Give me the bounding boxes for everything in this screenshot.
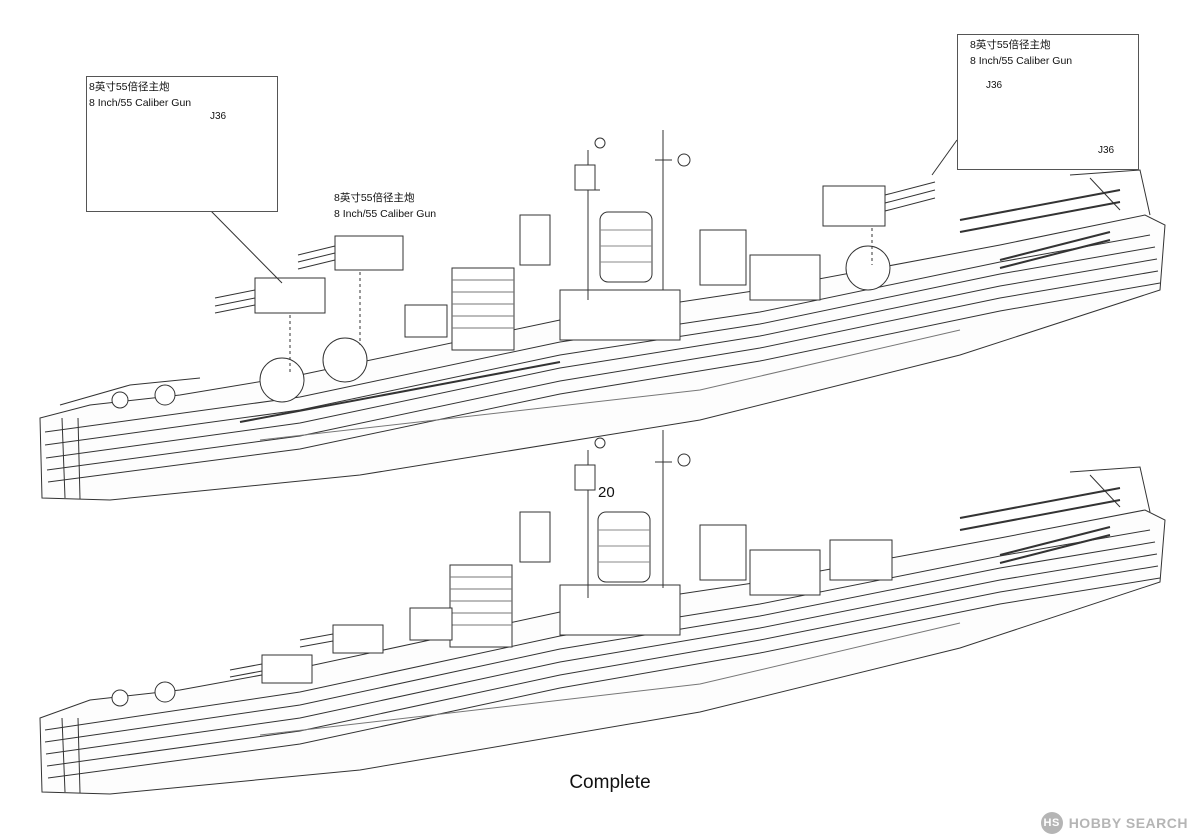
lower-ship-hull (39, 509, 1166, 795)
callout-left-title-cn: 8英寸55倍径主炮 (89, 81, 170, 93)
hobby-search-logo-icon: HS (1040, 812, 1063, 834)
upper-exploded-turrets (209, 209, 873, 375)
watermark: HS HOBBY SEARCH (1040, 811, 1188, 835)
watermark-brand: HOBBY SEARCH (1068, 815, 1188, 831)
callout-left-part-number: J36 (210, 111, 227, 122)
callout-right: 8英寸55倍径主炮 8 Inch/55 Caliber Gun J36 J36 (957, 34, 1139, 170)
lower-ship-superstructure (111, 430, 1151, 707)
callout-right-title-cn: 8英寸55倍径主炮 (970, 39, 1051, 51)
callout-right-part-number-top: J36 (986, 80, 1003, 91)
caption-complete: Complete (569, 772, 651, 793)
upper-ship-superstructure (59, 130, 1151, 409)
step-number: 20 (598, 484, 615, 501)
upper-ship-hull (39, 214, 1166, 501)
turret-label-cn: 8英寸55倍径主炮 (334, 192, 415, 204)
turret-label-en: 8 Inch/55 Caliber Gun (334, 208, 437, 220)
callout-right-part-number-bottom: J36 (1098, 145, 1115, 156)
callout-left: 8英寸55倍径主炮 8 Inch/55 Caliber Gun J36 (86, 76, 278, 212)
callout-right-title-en: 8 Inch/55 Caliber Gun (970, 55, 1073, 67)
callout-left-title-en: 8 Inch/55 Caliber Gun (89, 97, 192, 109)
